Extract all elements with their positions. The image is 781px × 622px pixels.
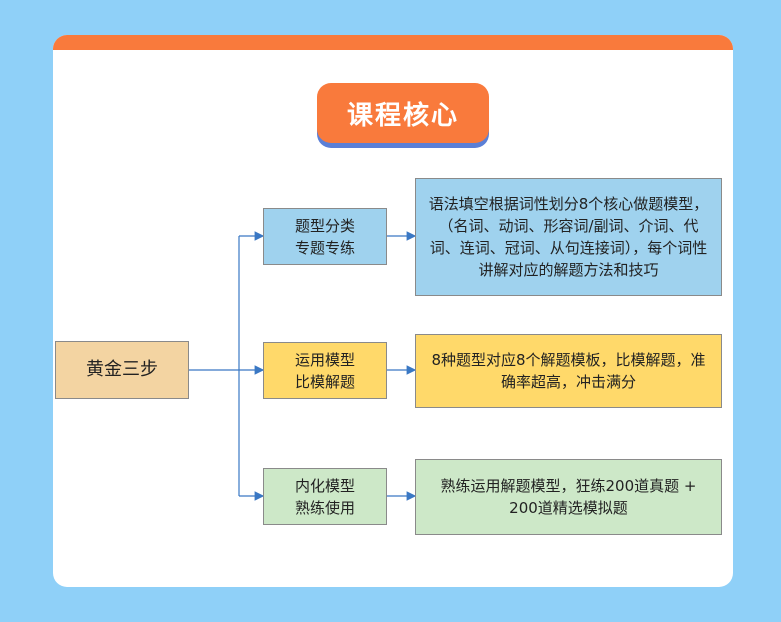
page-title: 课程核心 [317,83,489,143]
step-3-description-text: 熟练运用解题模型，狂练200道真题 + 200道精选模拟题 [440,477,697,517]
step-2-description-text: 8种题型对应8个解题模板，比模解题，准确率超高，冲击满分 [431,351,706,391]
step-3-label-line2: 熟练使用 [294,498,355,517]
step-2-label-line1: 运用模型 [294,350,355,369]
step-node-3: 内化模型 熟练使用 [263,468,387,525]
step-3-description: 熟练运用解题模型，狂练200道真题 + 200道精选模拟题 [415,459,722,535]
root-node: 黄金三步 [55,341,189,399]
connector-lines [189,231,417,501]
step-2-label-line2: 比模解题 [294,372,355,391]
content-card: 课程核心 黄金三步 题型分类 专题专练 运用模型 比模解题 [53,35,733,587]
step-node-1: 题型分类 专题专练 [263,208,387,265]
step-node-2: 运用模型 比模解题 [263,342,387,399]
step-1-label-line1: 题型分类 [294,216,355,235]
card-top-bar [53,35,733,50]
step-2-description: 8种题型对应8个解题模板，比模解题，准确率超高，冲击满分 [415,334,722,408]
step-1-description-text: 语法填空根据词性划分8个核心做题模型，（名词、动词、形容词/副词、介词、代词、连… [428,195,709,279]
step-3-label-line1: 内化模型 [294,476,355,495]
step-1-label-line2: 专题专练 [294,238,355,257]
step-1-description: 语法填空根据词性划分8个核心做题模型，（名词、动词、形容词/副词、介词、代词、连… [415,178,722,296]
root-label: 黄金三步 [86,359,158,380]
